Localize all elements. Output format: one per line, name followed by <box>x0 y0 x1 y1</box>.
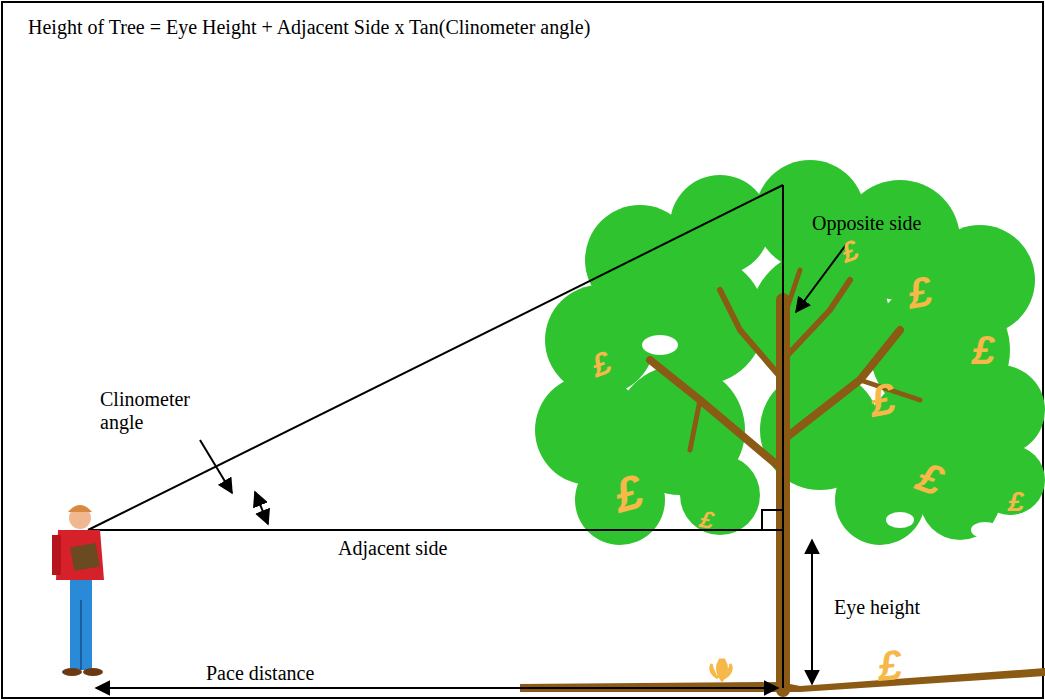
part-label: Pace distance <box>206 662 314 685</box>
pound-symbol: £ <box>1008 488 1024 516</box>
part-label: Clinometer angle <box>100 388 220 434</box>
pound-symbol: £ <box>972 330 994 370</box>
surveyor-figure <box>52 505 104 676</box>
tree-trunk <box>650 270 920 690</box>
formula-title: Height of Tree = Eye Height + Adjacent S… <box>28 16 590 39</box>
part-label: Eye height <box>834 596 920 619</box>
measurement-triangle <box>88 185 783 688</box>
pound-symbol: £ <box>876 644 903 688</box>
leader-lines <box>96 242 848 688</box>
part-label: Adjacent side <box>338 537 447 560</box>
part-label: Opposite side <box>812 212 921 235</box>
